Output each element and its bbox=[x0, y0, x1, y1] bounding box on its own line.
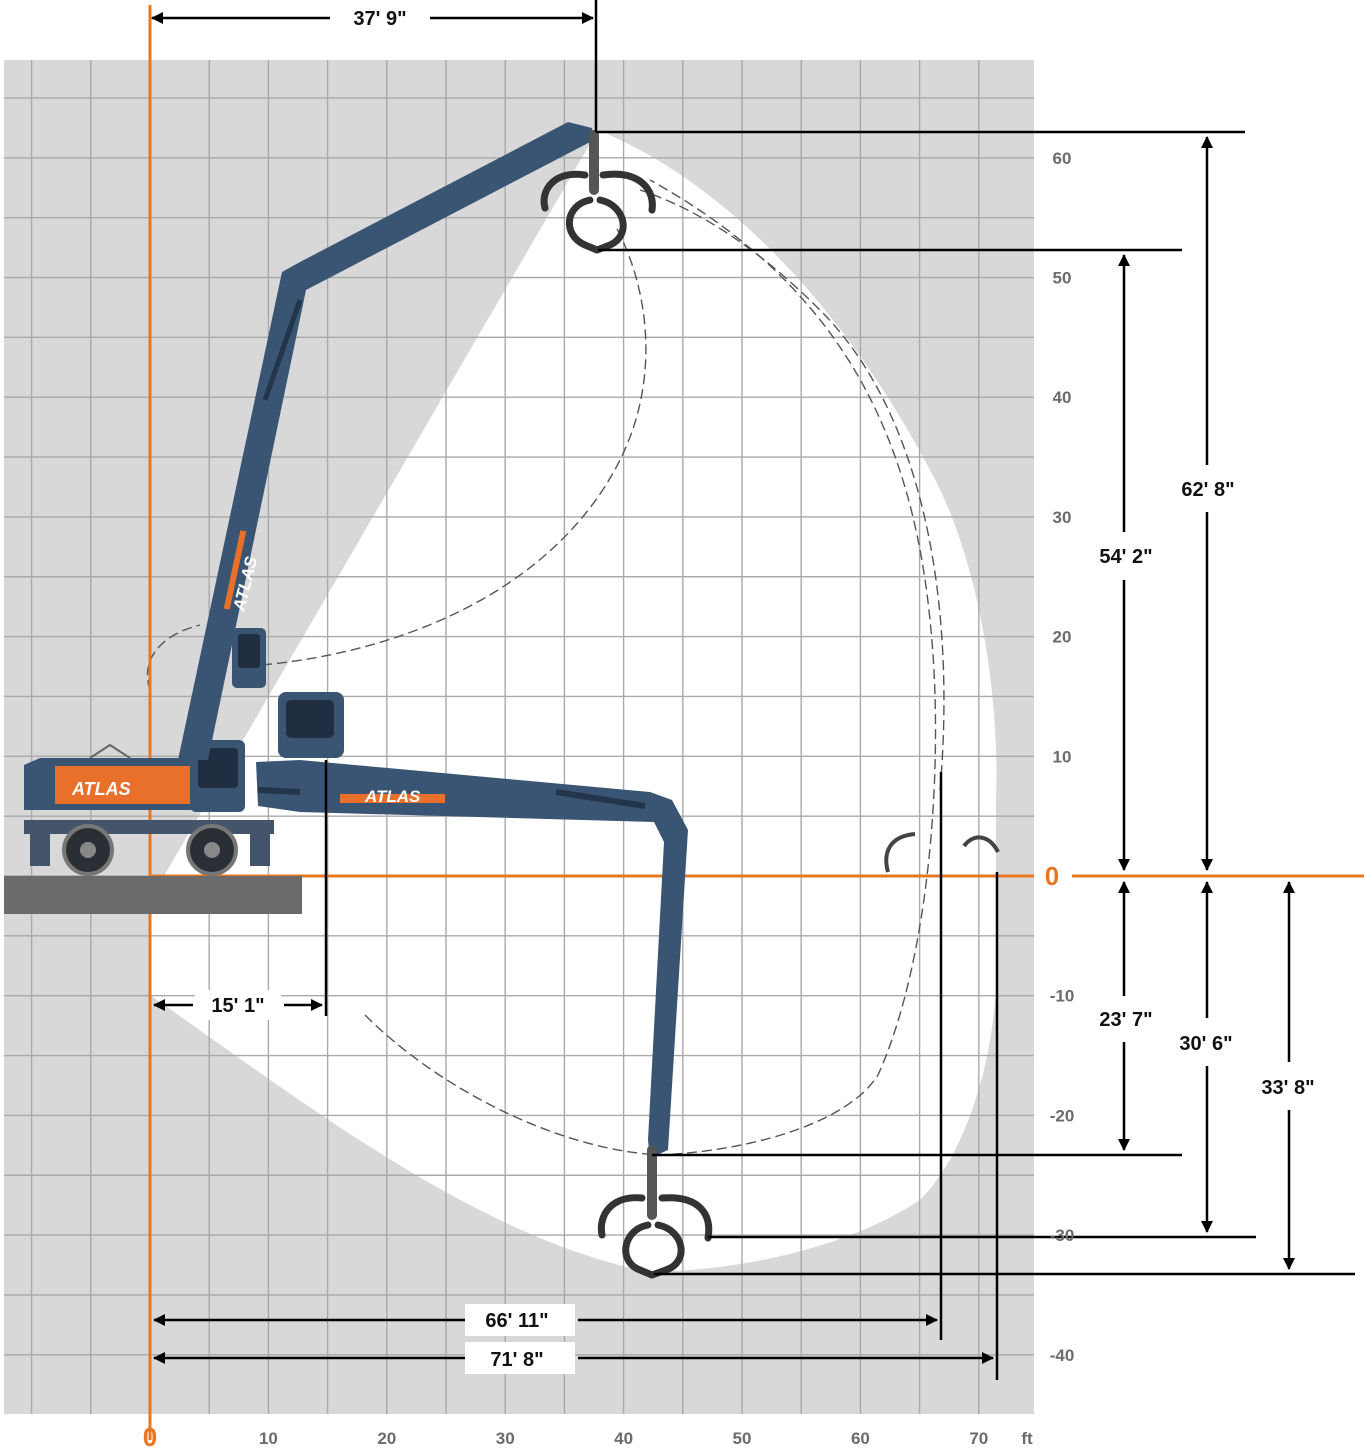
x-tick-label: 70 bbox=[969, 1429, 988, 1448]
ground-slab bbox=[4, 876, 302, 914]
body-brand-label: ATLAS bbox=[71, 779, 131, 799]
grid-lines bbox=[4, 60, 1034, 1414]
material-handler: ATLAS ATLAS ATLAS bbox=[24, 122, 1000, 1279]
x-tick-label: 40 bbox=[614, 1429, 633, 1448]
grapple-outline-icon bbox=[962, 835, 1000, 853]
working-envelope bbox=[150, 130, 997, 1272]
dim-reach-ground: 66' 11" bbox=[485, 1310, 548, 1332]
y-tick-label: -40 bbox=[1050, 1346, 1075, 1365]
y-tick-label: 50 bbox=[1053, 269, 1072, 288]
x-tick-label: 30 bbox=[496, 1429, 515, 1448]
dim-depth-max: 33' 8" bbox=[1261, 1077, 1314, 1099]
x-tick-label: 20 bbox=[377, 1429, 396, 1448]
body-orange-panel bbox=[55, 766, 200, 804]
reach-arcs bbox=[146, 179, 945, 1156]
x-origin-label: 0 bbox=[143, 1422, 157, 1451]
y-tick-label: 10 bbox=[1053, 747, 1072, 766]
dim-max-reach: 71' 8" bbox=[490, 1349, 543, 1371]
dim-depth-open: 30' 6" bbox=[1179, 1033, 1232, 1055]
x-tick-label: 50 bbox=[733, 1429, 752, 1448]
y-tick-label: 40 bbox=[1053, 388, 1072, 407]
y-tick-labels: 60 50 40 30 20 10 -10 -20 -30 -40 bbox=[1050, 149, 1075, 1365]
y-tick-label: -10 bbox=[1050, 987, 1075, 1006]
dim-top-reach: 37' 9" bbox=[353, 8, 406, 30]
dimension-lines bbox=[151, 0, 1355, 1380]
dim-height-max: 62' 8" bbox=[1181, 479, 1234, 501]
grapple-outline-icon bbox=[884, 832, 916, 873]
y-tick-label: 60 bbox=[1053, 149, 1072, 168]
dim-height-grapple: 54' 2" bbox=[1099, 546, 1152, 568]
y-tick-label: 20 bbox=[1053, 628, 1072, 647]
y-tick-label: 30 bbox=[1053, 508, 1072, 527]
x-tick-label: 10 bbox=[259, 1429, 278, 1448]
y-tick-label: -30 bbox=[1050, 1226, 1075, 1245]
y-tick-label: -20 bbox=[1050, 1106, 1075, 1125]
horizontal-boom bbox=[256, 760, 688, 1158]
undercarriage bbox=[24, 820, 274, 834]
x-unit-label: ft bbox=[1021, 1429, 1033, 1448]
dim-depth-grapple: 23' 7" bbox=[1099, 1009, 1152, 1031]
label-backgrounds bbox=[195, 990, 575, 1374]
stick-brand-label: ATLAS bbox=[364, 787, 421, 806]
x-tick-label: 60 bbox=[851, 1429, 870, 1448]
raised-grapple bbox=[540, 130, 656, 254]
x-tick-labels: 10 20 30 40 50 60 70 bbox=[259, 1429, 988, 1448]
dim-cab-offset: 15' 1" bbox=[211, 995, 264, 1017]
main-boom bbox=[178, 122, 594, 760]
y-origin-label: 0 bbox=[1045, 861, 1059, 891]
lowered-grapple bbox=[597, 1145, 713, 1279]
